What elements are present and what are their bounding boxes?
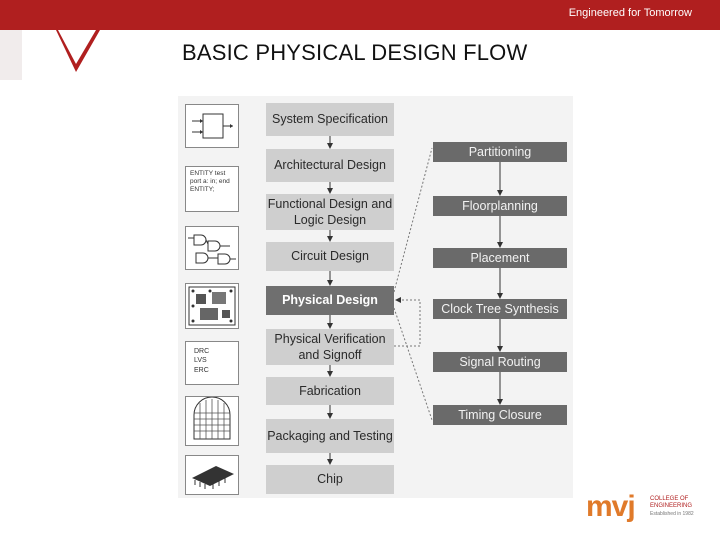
thumb-block-diagram [185, 104, 239, 148]
verification-erc: ERC [194, 366, 209, 374]
chip-package-icon [192, 466, 234, 489]
thumb-verification: DRC LVS ERC [185, 341, 239, 385]
step-system-specification: System Specification [266, 103, 394, 136]
substep-floorplanning: Floorplanning [433, 196, 567, 216]
step-fabrication: Fabrication [266, 377, 394, 405]
thumb-chip [185, 455, 239, 495]
slide-corner-decoration [0, 30, 100, 80]
logic-gates-icon [188, 234, 236, 265]
header-notch-highlight [58, 30, 96, 64]
verification-drc: DRC [194, 348, 210, 355]
college-logo: mvj COLLEGE OF ENGINEERING Established i… [586, 490, 696, 530]
step-functional-logic-design: Functional Design and Logic Design [266, 194, 394, 230]
chip-layout-icon [188, 286, 236, 326]
verification-list: DRC LVS ERC [186, 342, 238, 380]
substep-partitioning: Partitioning [433, 142, 567, 162]
step-architectural-design: Architectural Design [266, 149, 394, 182]
wafer-icon [193, 396, 231, 440]
thumb-logic-gates [185, 226, 239, 270]
thumb-layout [185, 283, 239, 329]
thumb-wafer [185, 396, 239, 446]
header-tagline: Engineered for Tomorrow [568, 7, 692, 19]
step-circuit-design: Circuit Design [266, 242, 394, 271]
step-physical-design: Physical Design [266, 286, 394, 315]
left-margin-strip [0, 30, 22, 80]
step-physical-verification-signoff: Physical Verification and Signoff [266, 329, 394, 365]
verification-lvs: LVS [194, 357, 207, 365]
logo-line-2: ENGINEERING [650, 503, 693, 509]
logo-line-3: Established in 1982 [650, 511, 694, 517]
substep-signal-routing: Signal Routing [433, 352, 567, 372]
substep-placement: Placement [433, 248, 567, 268]
step-chip: Chip [266, 465, 394, 494]
thumb-hdl-code: ENTITY test port a: in; end ENTITY; [185, 166, 239, 212]
substep-timing-closure: Timing Closure [433, 405, 567, 425]
step-packaging-testing: Packaging and Testing [266, 419, 394, 453]
hdl-code-text: ENTITY test port a: in; end ENTITY; [190, 170, 230, 194]
logo-line-1: COLLEGE OF [650, 496, 689, 502]
slide-title: BASIC PHYSICAL DESIGN FLOW [182, 40, 528, 65]
block-diagram-icon [192, 113, 233, 139]
header-bar [0, 0, 720, 30]
logo-brand: mvj [586, 490, 636, 523]
substep-clock-tree-synthesis: Clock Tree Synthesis [433, 299, 567, 319]
